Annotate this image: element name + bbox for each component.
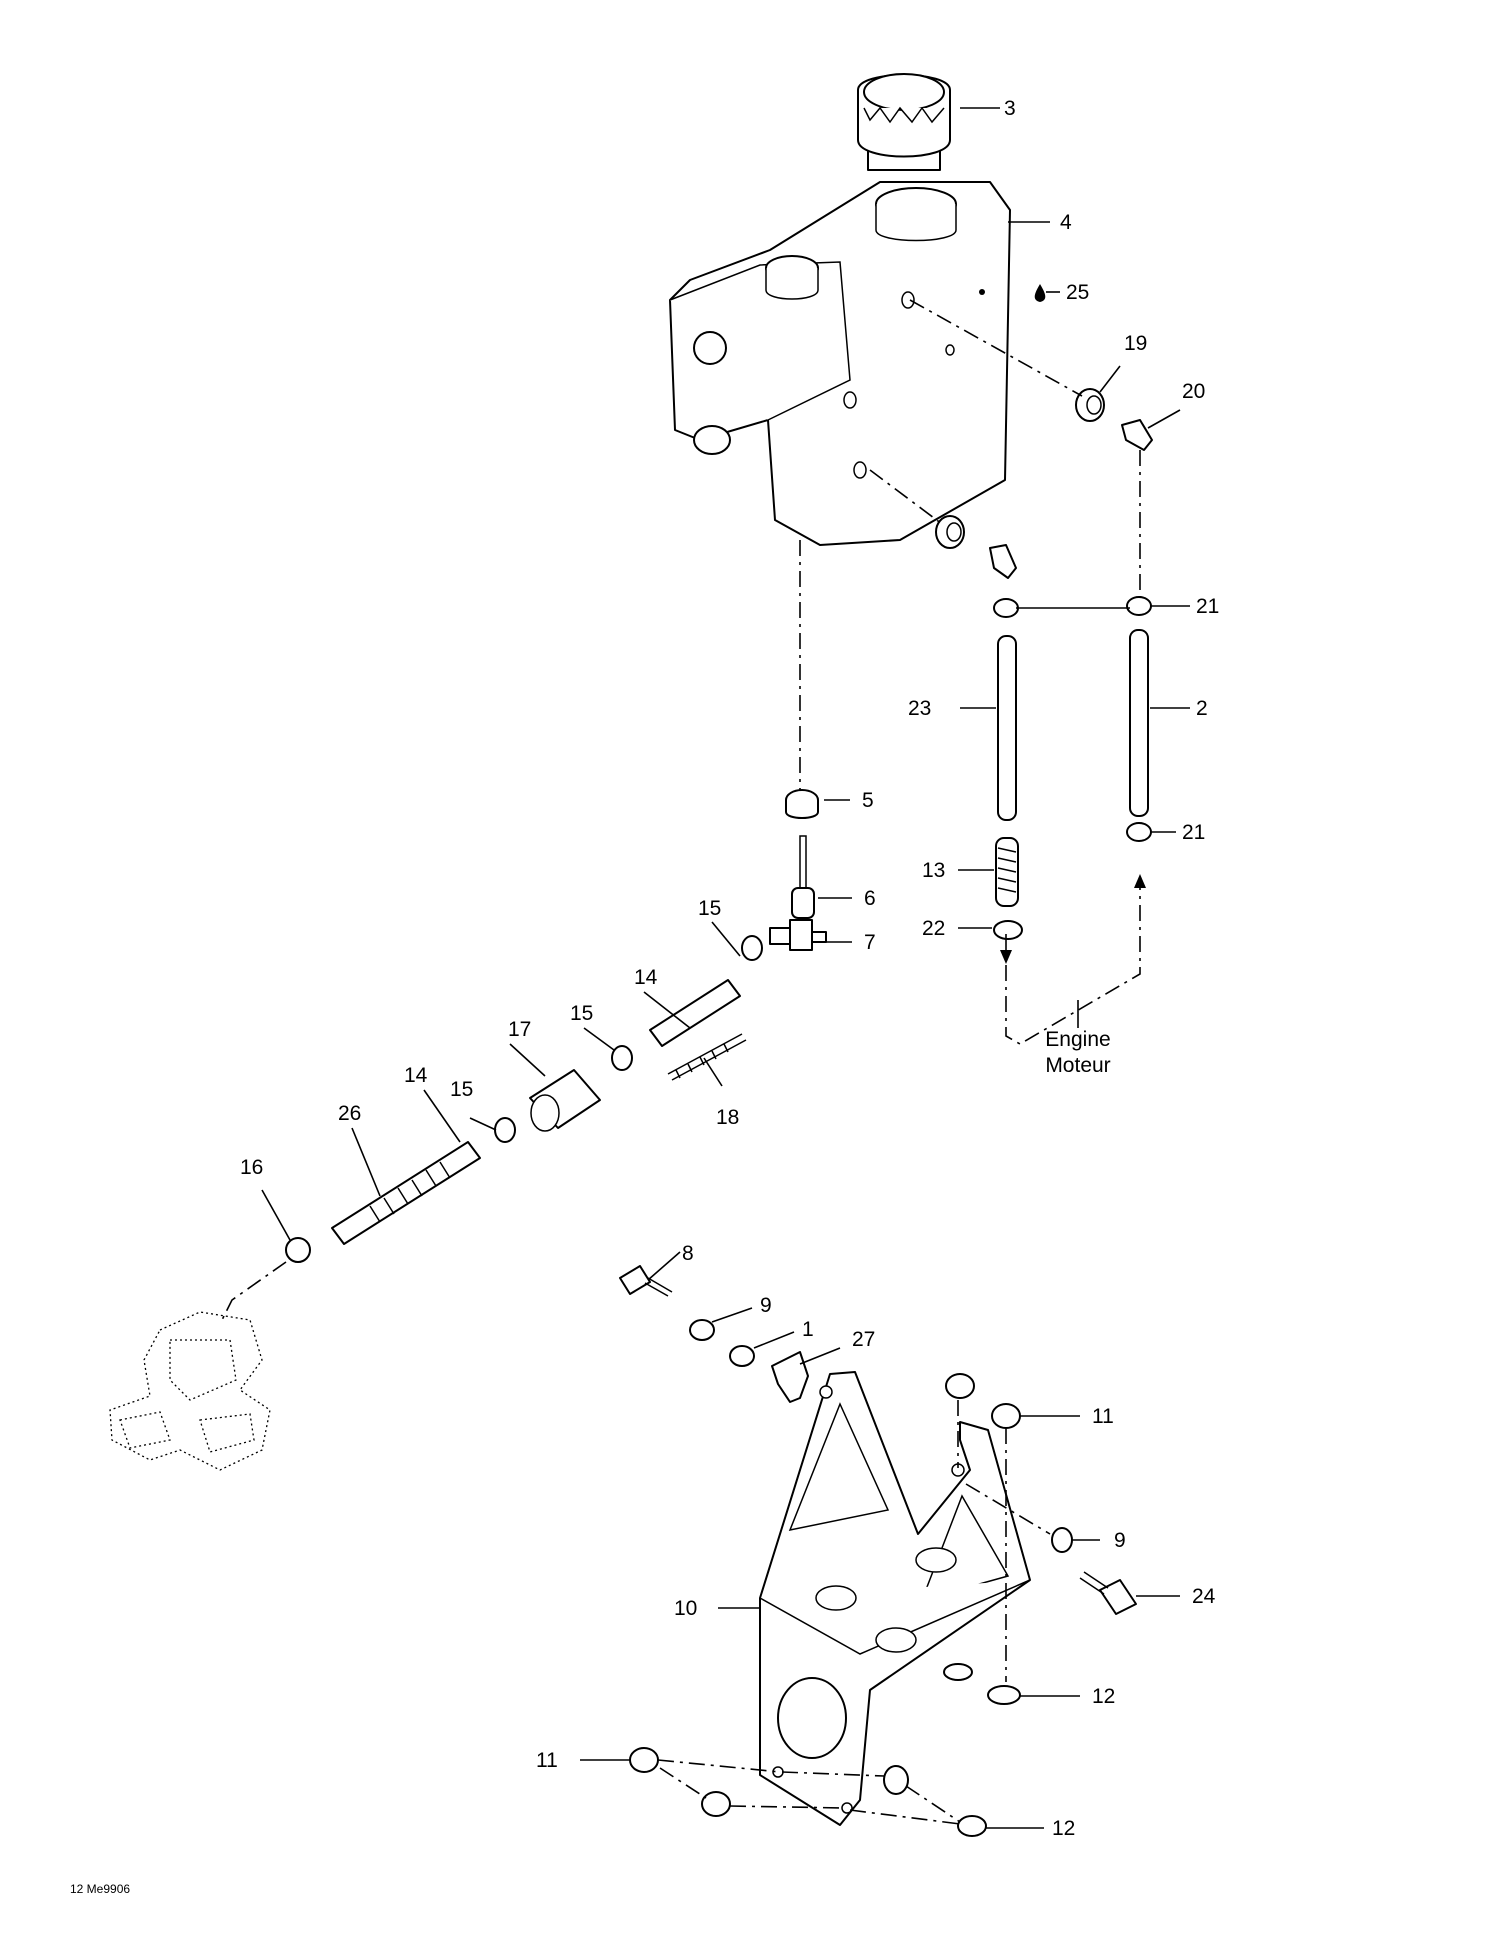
washer-12-a (943, 1663, 973, 1681)
arrow-up-icon (1134, 874, 1146, 888)
washer-1 (729, 1345, 755, 1367)
assembly-lines (221, 299, 1141, 1825)
washer-12-b (987, 1685, 1021, 1705)
arrow-down-icon (1000, 950, 1012, 964)
washer-12-d (957, 1815, 987, 1837)
callout-21-upper: 21 (1196, 595, 1219, 618)
tank-cap (857, 73, 951, 171)
callout-10: 10 (674, 1597, 697, 1620)
callout-8: 8 (682, 1242, 694, 1265)
callout-12-a: 12 (1092, 1685, 1115, 1708)
nut-11-d (701, 1791, 731, 1817)
carburetor-phantom (109, 1311, 271, 1471)
engine-label: Engine (1045, 1028, 1110, 1051)
callout-9-a: 9 (760, 1294, 772, 1317)
callout-12-b: 12 (1052, 1817, 1075, 1840)
elbow-fitting-20 (1121, 419, 1153, 451)
callout-15-a: 15 (698, 897, 721, 920)
moteur-label: Moteur (1045, 1054, 1110, 1077)
callout-21-lower: 21 (1182, 821, 1205, 844)
washer-9-b (1051, 1527, 1073, 1553)
clamp-15-b (611, 1045, 633, 1071)
clamp-21-lower (1126, 822, 1152, 842)
nut-11-c (629, 1747, 659, 1773)
clamp-15-c (494, 1117, 516, 1143)
mounting-bracket-10 (759, 1371, 1031, 1826)
callout-20: 20 (1182, 380, 1205, 403)
callout-labels: 3 4 25 19 20 21 2 23 21 13 22 5 6 7 15 1… (240, 97, 1219, 1840)
callout-26: 26 (338, 1102, 361, 1125)
callout-23: 23 (908, 697, 931, 720)
hose-23 (997, 635, 1017, 821)
callout-3: 3 (1004, 97, 1016, 120)
callout-15-b: 15 (570, 1002, 593, 1025)
drawing-code: 12 Me9906 (70, 1882, 130, 1896)
clamp-21-upper-right (1126, 596, 1152, 616)
callout-2: 2 (1196, 697, 1208, 720)
callout-13: 13 (922, 859, 945, 882)
grommet-19-lower (935, 515, 965, 549)
callout-15-c: 15 (450, 1078, 473, 1101)
callout-4: 4 (1060, 211, 1072, 234)
bolt-8 (619, 1265, 673, 1297)
callout-9-b: 9 (1114, 1529, 1126, 1552)
callout-24: 24 (1192, 1585, 1216, 1608)
clamp-22 (993, 920, 1023, 940)
clamp-21-upper-left (993, 598, 1019, 618)
grommet-5 (785, 789, 819, 819)
callout-18: 18 (716, 1106, 739, 1129)
hose-14-a (649, 979, 741, 1047)
hose-2 (1129, 629, 1149, 817)
pickup-tube-6 (791, 835, 815, 919)
grommet-19 (1075, 388, 1105, 422)
fitting-7 (769, 919, 827, 951)
spring-18 (667, 1033, 747, 1081)
callout-22: 22 (922, 917, 945, 940)
callout-11-b: 11 (536, 1749, 558, 1772)
washer-12-c (883, 1765, 909, 1795)
nut-11-b (991, 1403, 1021, 1429)
callout-1: 1 (802, 1318, 814, 1341)
clamp-15-a (741, 935, 763, 961)
callout-7: 7 (864, 931, 876, 954)
oil-tank (669, 181, 1011, 546)
washer-9-a (689, 1319, 715, 1341)
callout-25: 25 (1066, 281, 1089, 304)
clamp-16 (285, 1237, 311, 1263)
clip-27 (771, 1351, 809, 1403)
callout-19: 19 (1124, 332, 1147, 355)
callout-5: 5 (862, 789, 874, 812)
callout-11-a: 11 (1092, 1405, 1114, 1428)
drop-icon (1034, 284, 1046, 302)
nut-11-a (945, 1373, 975, 1399)
elbow-fitting-20-lower (989, 544, 1017, 579)
callout-6: 6 (864, 887, 876, 910)
bolt-24 (1079, 1571, 1137, 1615)
fuel-filter-17 (529, 1069, 601, 1132)
callout-14-b: 14 (404, 1064, 428, 1087)
callout-17: 17 (508, 1018, 531, 1041)
spring-13 (995, 837, 1019, 907)
hose-26 (331, 1141, 481, 1245)
callout-27: 27 (852, 1328, 875, 1351)
callout-16: 16 (240, 1156, 263, 1179)
leader-lines (261, 107, 1190, 1829)
callout-14-a: 14 (634, 966, 658, 989)
